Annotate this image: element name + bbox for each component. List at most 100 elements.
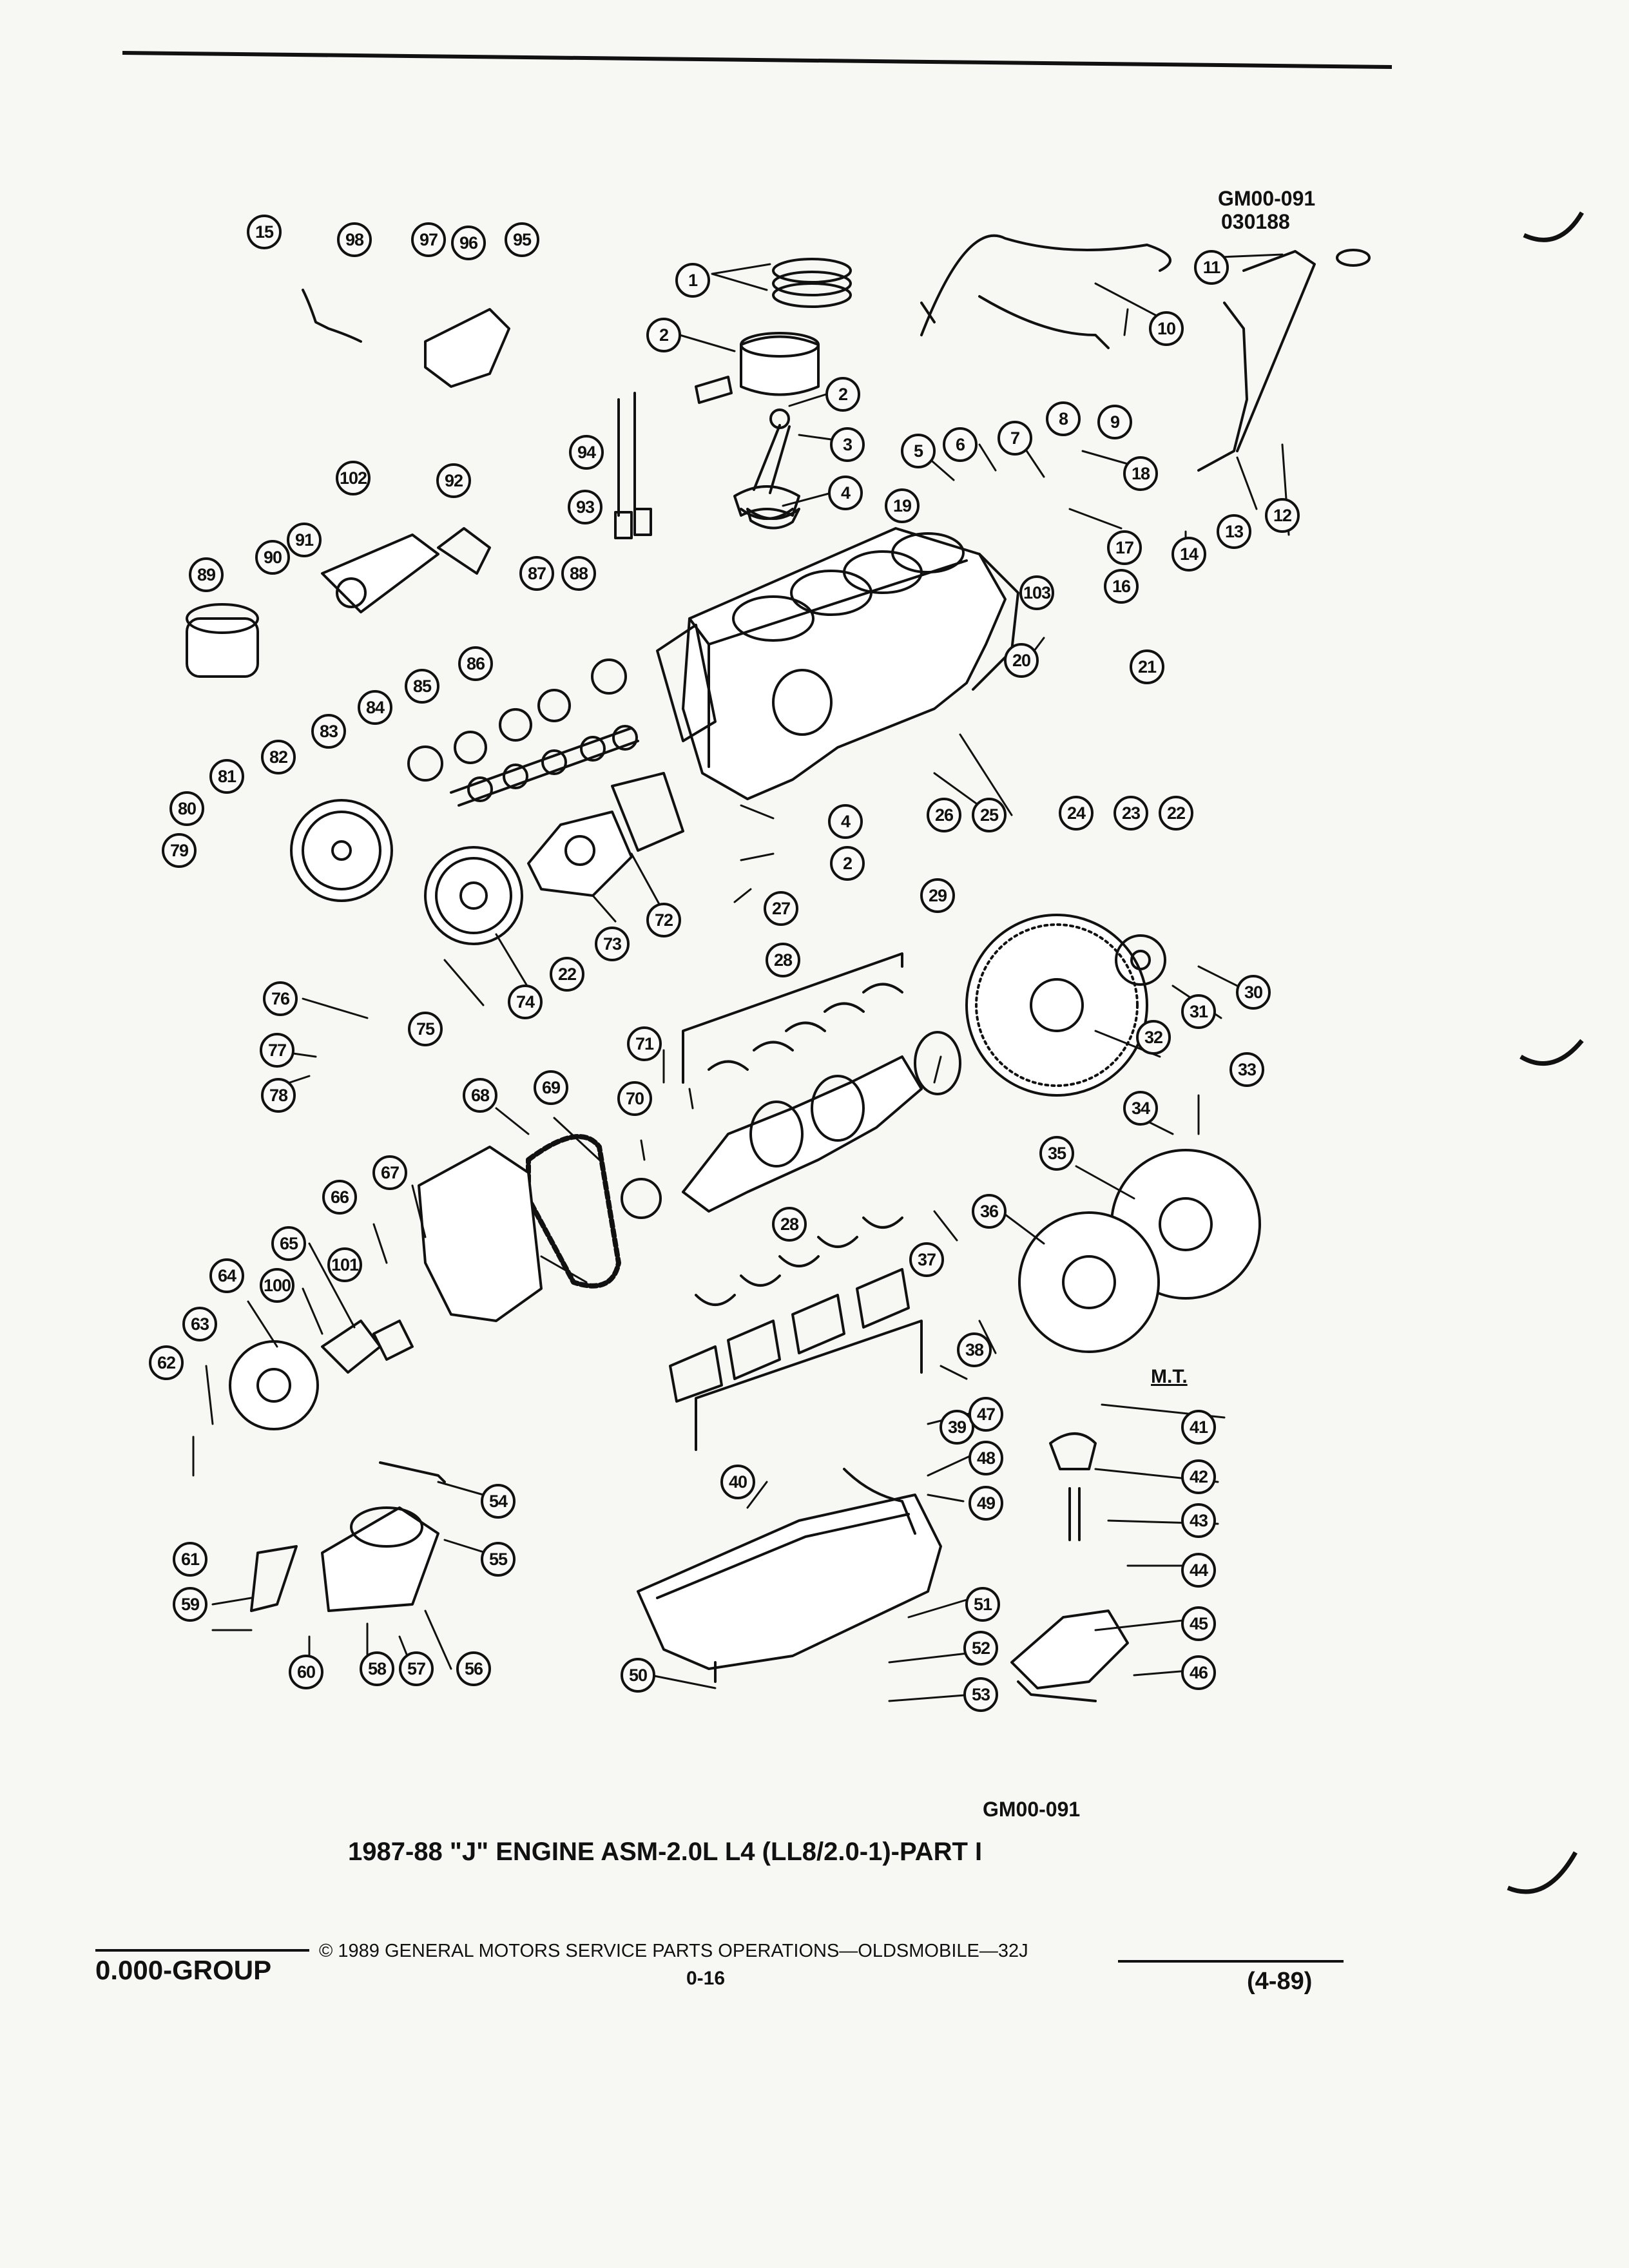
copyright-line: © 1989 GENERAL MOTORS SERVICE PARTS OPER… xyxy=(319,1941,1028,1961)
flywheel xyxy=(965,914,1148,1097)
part-callout: 12 xyxy=(1265,498,1300,533)
top-rule xyxy=(122,51,1393,69)
part-callout: 74 xyxy=(508,985,543,1019)
crankshaft xyxy=(682,1055,923,1213)
camshaft-sprocket xyxy=(290,799,393,902)
part-callout: 28 xyxy=(766,943,800,977)
part-callout: 18 xyxy=(1123,456,1158,491)
part-callout: 96 xyxy=(451,226,486,260)
part-callout: 95 xyxy=(505,222,539,257)
main-bearings-upper xyxy=(682,952,903,1084)
part-callout: 76 xyxy=(263,981,298,1016)
drawing-code: GM00-091 xyxy=(1218,187,1316,210)
leader-lines xyxy=(192,253,1290,1702)
part-callout: 50 xyxy=(621,1658,655,1693)
part-callout: 2 xyxy=(825,377,860,412)
engine-block xyxy=(656,527,1019,800)
dipstick-tube xyxy=(1197,249,1371,472)
part-callout: 63 xyxy=(182,1307,217,1341)
part-callout: 57 xyxy=(399,1651,434,1686)
manual-transmission-label: M.T. xyxy=(1151,1366,1188,1387)
clutch-disc xyxy=(1018,1211,1160,1353)
page-number: 0-16 xyxy=(686,1968,726,1989)
oil-pump xyxy=(1010,1610,1129,1702)
part-callout: 49 xyxy=(969,1486,1003,1521)
part-callout: 26 xyxy=(927,798,961,832)
part-callout: 42 xyxy=(1181,1459,1216,1494)
part-callout: 88 xyxy=(561,556,596,591)
binding-mark xyxy=(1507,1851,1578,1894)
part-callout: 91 xyxy=(287,523,322,557)
part-callout: 44 xyxy=(1181,1553,1216,1588)
part-callout: 24 xyxy=(1059,796,1094,831)
part-callout: 73 xyxy=(595,927,630,961)
part-callout: 59 xyxy=(173,1587,207,1622)
part-callout: 31 xyxy=(1181,994,1216,1029)
oil-pan xyxy=(637,1494,942,1683)
part-callout: 23 xyxy=(1113,796,1148,831)
crankshaft-pulley xyxy=(424,846,523,945)
part-callout: 90 xyxy=(255,540,290,575)
oil-pump-drive xyxy=(1049,1432,1097,1470)
part-callout: 64 xyxy=(209,1258,244,1293)
part-callout: 83 xyxy=(311,714,346,749)
part-callout: 71 xyxy=(627,1026,662,1061)
part-callout: 98 xyxy=(337,222,372,257)
part-callout: 67 xyxy=(372,1155,407,1190)
timing-chain xyxy=(526,1134,621,1289)
part-callout: 1 xyxy=(675,263,710,298)
part-callout: 61 xyxy=(173,1542,207,1577)
part-callout: 51 xyxy=(965,1587,1000,1622)
part-callout: 46 xyxy=(1181,1655,1216,1690)
part-callout: 58 xyxy=(360,1651,394,1686)
part-callout: 82 xyxy=(261,740,296,774)
part-callout: 54 xyxy=(481,1484,516,1519)
oil-filter-adapter xyxy=(321,533,439,613)
part-callout: 38 xyxy=(957,1332,992,1367)
date-code: 030188 xyxy=(1221,210,1290,233)
binding-mark xyxy=(1523,211,1585,242)
part-callout: 37 xyxy=(909,1242,944,1277)
part-callout: 4 xyxy=(828,476,863,510)
main-bearing-caps xyxy=(669,1268,923,1451)
part-callout: 5 xyxy=(901,434,936,468)
part-callout: 94 xyxy=(569,435,604,470)
part-callout: 25 xyxy=(972,798,1007,832)
part-callout: 70 xyxy=(617,1081,652,1116)
part-callout: 78 xyxy=(261,1078,296,1113)
water-pump xyxy=(527,811,633,897)
part-callout: 2 xyxy=(646,318,681,352)
part-callout: 40 xyxy=(720,1465,755,1499)
part-callout: 62 xyxy=(149,1345,184,1380)
part-callout: 56 xyxy=(456,1651,491,1686)
part-callout: 97 xyxy=(411,222,446,257)
part-callout: 87 xyxy=(519,556,554,591)
part-callout: 79 xyxy=(162,833,197,868)
part-callout: 69 xyxy=(534,1070,568,1105)
part-callout: 85 xyxy=(405,669,439,704)
part-callout: 21 xyxy=(1130,649,1164,684)
starter-motor xyxy=(321,1506,439,1612)
part-callout: 22 xyxy=(1159,796,1193,831)
part-callout: 103 xyxy=(1019,575,1054,610)
part-callout: 7 xyxy=(998,421,1032,456)
part-callout: 35 xyxy=(1039,1136,1074,1171)
part-callout: 20 xyxy=(1004,643,1039,678)
part-callout: 101 xyxy=(327,1247,362,1282)
harmonic-balancer xyxy=(229,1340,319,1430)
part-callout: 17 xyxy=(1107,530,1142,565)
part-callout: 30 xyxy=(1236,975,1271,1010)
part-callout: 89 xyxy=(189,557,224,592)
connecting-rod xyxy=(733,408,800,520)
part-callout: 84 xyxy=(358,690,392,725)
part-callout: 93 xyxy=(568,490,602,524)
vacuum-hose xyxy=(920,234,1171,349)
part-callout: 100 xyxy=(260,1268,294,1303)
part-callout: 39 xyxy=(940,1410,974,1445)
part-callout: 80 xyxy=(169,791,204,826)
part-callout: 48 xyxy=(969,1441,1003,1475)
oil-pan-gasket xyxy=(843,1468,916,1535)
part-callout: 53 xyxy=(963,1677,998,1712)
part-callout: 75 xyxy=(408,1012,443,1046)
part-callout: 45 xyxy=(1181,1606,1216,1641)
